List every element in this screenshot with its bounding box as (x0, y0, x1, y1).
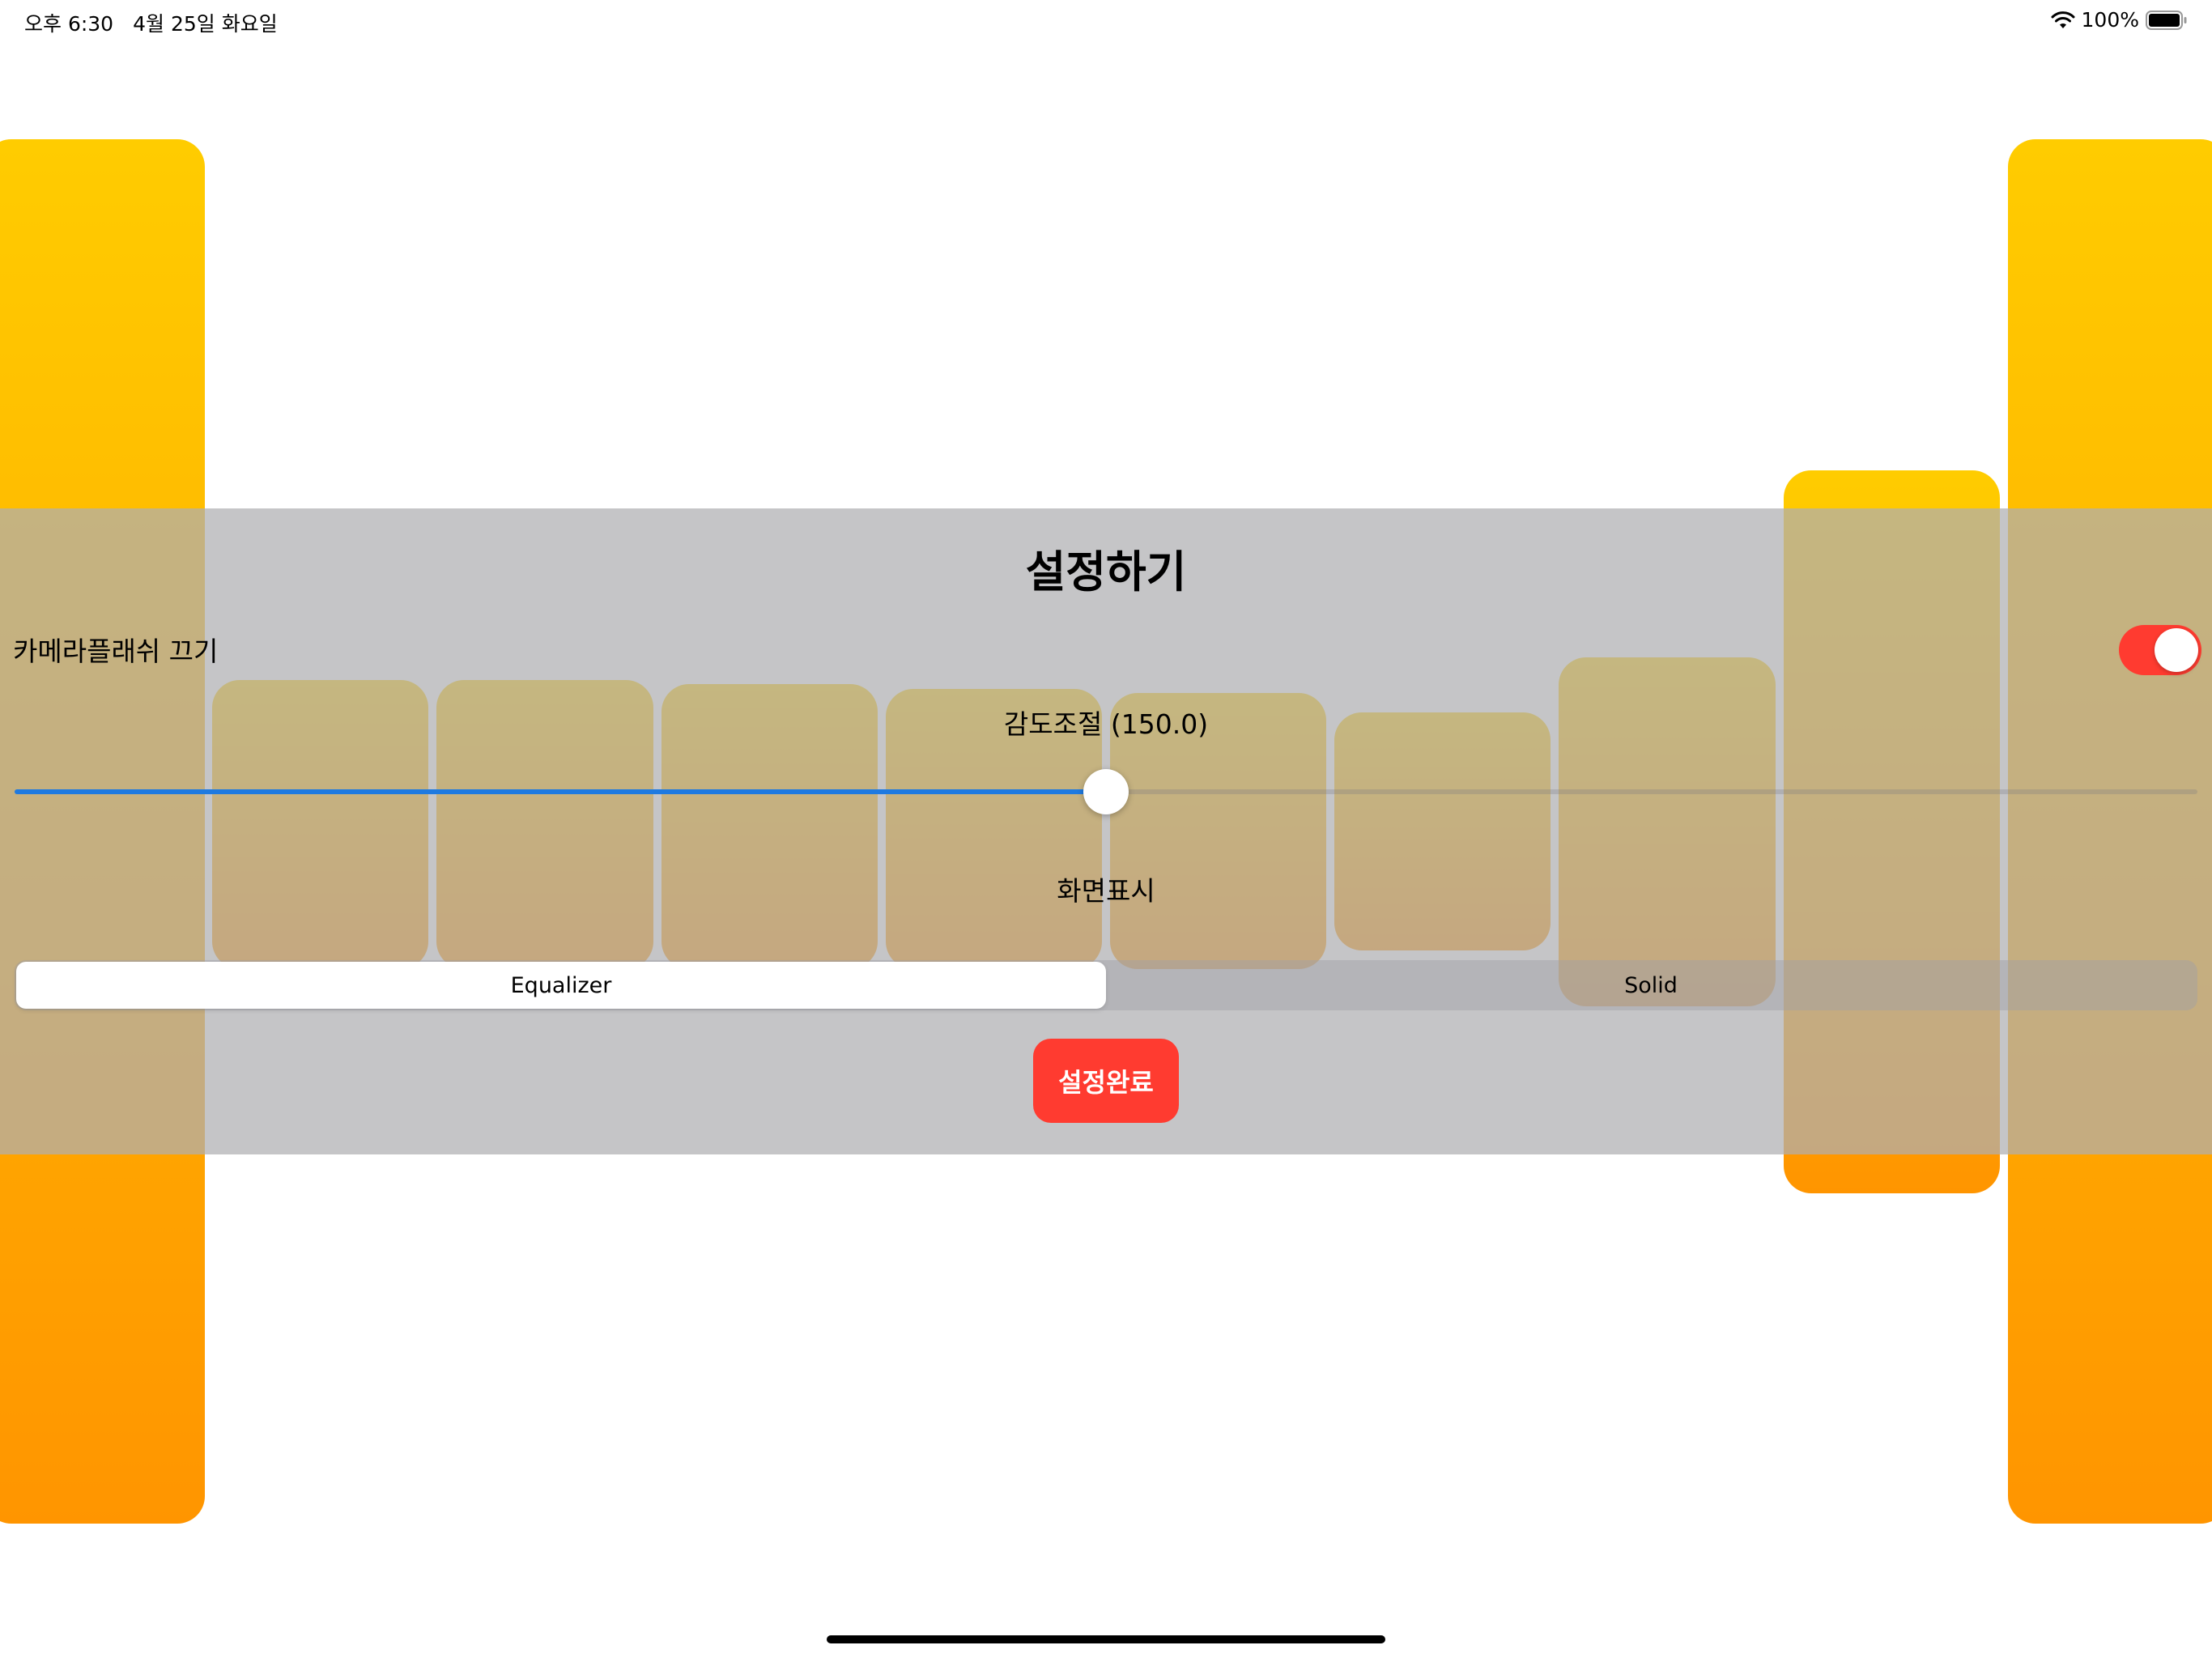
home-indicator (827, 1635, 1385, 1643)
status-bar-right: 100% (2051, 8, 2188, 32)
segment-solid[interactable]: Solid (1624, 972, 1678, 998)
sensitivity-label: 감도조절 (150.0) (1003, 708, 1209, 740)
display-mode-segmented-control: Equalizer Solid (15, 960, 2197, 1010)
status-time: 오후 6:30 (24, 12, 114, 36)
battery-percent: 100% (2081, 8, 2139, 32)
display-mode-label: 화면표시 (1057, 875, 1155, 907)
sensitivity-slider-thumb[interactable] (1083, 769, 1129, 814)
status-date: 4월 25일 화요일 (133, 12, 278, 36)
toggle-knob (2155, 628, 2198, 672)
settings-title: 설정하기 (1025, 546, 1187, 597)
segment-equalizer[interactable]: Equalizer (16, 962, 1106, 1009)
status-bar-left: 오후 6:30 4월 25일 화요일 (24, 8, 278, 37)
done-button[interactable]: 설정완료 (1033, 1039, 1179, 1123)
battery-icon (2146, 10, 2187, 30)
flash-off-toggle[interactable] (2119, 625, 2201, 675)
flash-off-label: 카메라플래쉬 끄기 (13, 636, 219, 667)
wifi-icon (2051, 11, 2075, 28)
sensitivity-slider-fill (15, 789, 1106, 794)
